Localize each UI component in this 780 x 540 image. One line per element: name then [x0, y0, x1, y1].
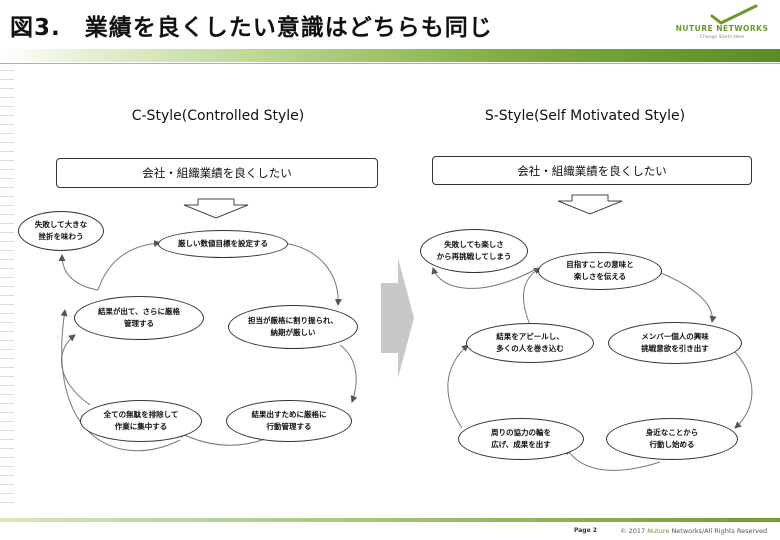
- left-heading: C-Style(Controlled Style): [131, 108, 305, 124]
- right-connector-appeal-to-meaning: [522, 267, 541, 326]
- left-node-assigned: 担当が厳格に割り振られ、納期が厳しい: [228, 305, 358, 349]
- left-connector-stricter-to-setting: [97, 239, 161, 291]
- right-node-meaning: 目指すことの意味と楽しさを伝える: [538, 252, 662, 290]
- left-node-suppress: 全ての無駄を排除して作業に集中する: [80, 400, 202, 442]
- right-node-appeal: 結果をアピールし、多くの人を巻き込む: [466, 323, 594, 363]
- right-node-motivation: メンバー個人の興味挑戦意欲を引き出す: [608, 322, 742, 364]
- side-decoration: [0, 70, 14, 510]
- left-node-set-target: 厳しい数値目標を設定する: [158, 230, 288, 258]
- logo-tagline: Change Starts Here: [699, 35, 745, 40]
- logo-name: NUTURE NETWORKS: [675, 24, 769, 33]
- footer-band: [0, 518, 780, 522]
- left-node-failure: 失敗して大きな挫折を味わう: [18, 211, 104, 251]
- left-connector-setting-to-assigned: [282, 242, 342, 306]
- right-connector-motivation-to-act: [734, 351, 753, 429]
- left-connector-suppress-to-stricter: [61, 334, 91, 406]
- page-title: 図3. 業績を良くしたい意識はどちらも同じ: [10, 15, 493, 41]
- company-logo: NUTURE NETWORKS Change Starts Here: [666, 4, 778, 44]
- copyright-notice: © 2017 Nuture Networks/All Rights Reserv…: [620, 527, 768, 535]
- left-connector-outer-loop: [60, 309, 181, 452]
- left-connector-assigned-to-control: [339, 344, 358, 403]
- right-node-failure: 失敗しても楽しさから再挑戦してしまう: [420, 229, 528, 273]
- right-node-act: 身近なことから行動し始める: [606, 418, 738, 460]
- right-heading: S-Style(Self Motivated Style): [484, 108, 686, 124]
- page-number: Page 2: [574, 527, 597, 534]
- left-down-arrow: [183, 198, 249, 219]
- right-down-arrow: [557, 194, 623, 215]
- transition-arrow: [381, 258, 414, 378]
- right-connector-cooperate-to-appeal: [447, 344, 469, 429]
- left-goal-box: 会社・組織業績を良くしたい: [56, 158, 378, 188]
- header-band: [0, 49, 780, 62]
- right-connector-act-to-cooperate: [565, 447, 661, 471]
- header-divider: [0, 63, 780, 64]
- right-node-cooperate: 周りの協力の輪を広げ、成果を出す: [458, 418, 584, 460]
- left-node-control: 結果出すために厳格に行動管理する: [226, 400, 352, 442]
- right-connector-meaning-to-failure: [431, 267, 539, 289]
- right-goal-box: 会社・組織業績を良くしたい: [432, 156, 752, 185]
- left-connector-stricter-to-failure: [58, 254, 99, 291]
- check-mark-icon: [710, 4, 758, 25]
- left-node-stricter: 結果が出て、さらに厳格管理する: [74, 296, 204, 340]
